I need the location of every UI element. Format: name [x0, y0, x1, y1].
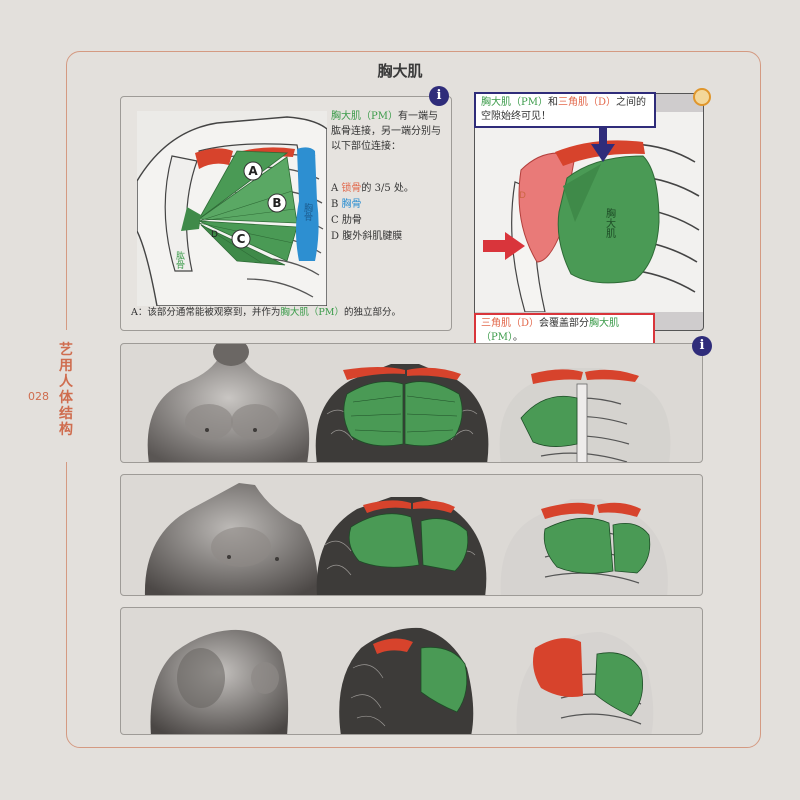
label-pm: 胸大肌 [604, 207, 616, 239]
list-item: A 锁骨的 3/5 处。 [331, 183, 414, 194]
list-item: C 肋骨 [331, 215, 362, 226]
label-d: D [211, 230, 218, 240]
list-item: D 腹外斜肌腱膜 [331, 231, 403, 242]
panel-side-view [120, 607, 703, 735]
pm-deltoid-diagram: D 胸大肌 [475, 112, 703, 312]
label-c: C [237, 232, 246, 246]
label-d-deltoid: D [519, 191, 526, 201]
info-icon[interactable]: i [429, 86, 449, 106]
label-sternum: 胸骨 [302, 202, 313, 221]
attachment-list: A 锁骨的 3/5 处。 B 胸骨 C 肋骨 D 腹外斜肌腱膜 [331, 181, 446, 245]
lightbulb-icon[interactable] [693, 88, 711, 106]
panel-pm-deltoid-gap: D 胸大肌 [474, 93, 704, 331]
panel-front-view [120, 343, 703, 463]
page-number: 028 [28, 390, 49, 403]
pm-attachment-diagram: A B C D 肱骨 胸骨 [137, 111, 327, 306]
page-title: 胸大肌 [377, 62, 423, 80]
panel-three-quarter-view [120, 474, 703, 596]
label-b: B [272, 196, 281, 210]
label-a: A [248, 164, 258, 178]
pm-intro-text: 有一端与肱骨连接，另一端分别与以下部位连接： [331, 111, 441, 152]
gap-note: 胸大肌（PM）和三角肌（D）之间的空隙始终可见！ [474, 92, 656, 128]
front-view-illustrations [147, 344, 671, 462]
label-humerus: 肱骨 [174, 251, 185, 269]
list-item: B 胸骨 [331, 199, 362, 210]
side-view-illustrations [150, 627, 654, 734]
panel-pm-attachments: A B C D 肱骨 胸骨 胸大肌（PM）有一端与肱骨连接，另一端分别与以下部位… [120, 96, 452, 331]
side-title: 艺用人体结构 [59, 342, 73, 438]
pm-name: 胸大肌（PM） [331, 111, 398, 122]
side-strip [48, 330, 84, 462]
info-icon[interactable]: i [692, 336, 712, 356]
pm-description: 胸大肌（PM）有一端与肱骨连接，另一端分别与以下部位连接： [331, 109, 446, 154]
three-quarter-illustrations [145, 483, 668, 595]
pm-footnote: A：该部分通常能被观察到，并作为胸大肌（PM）的独立部分。 [131, 307, 402, 318]
